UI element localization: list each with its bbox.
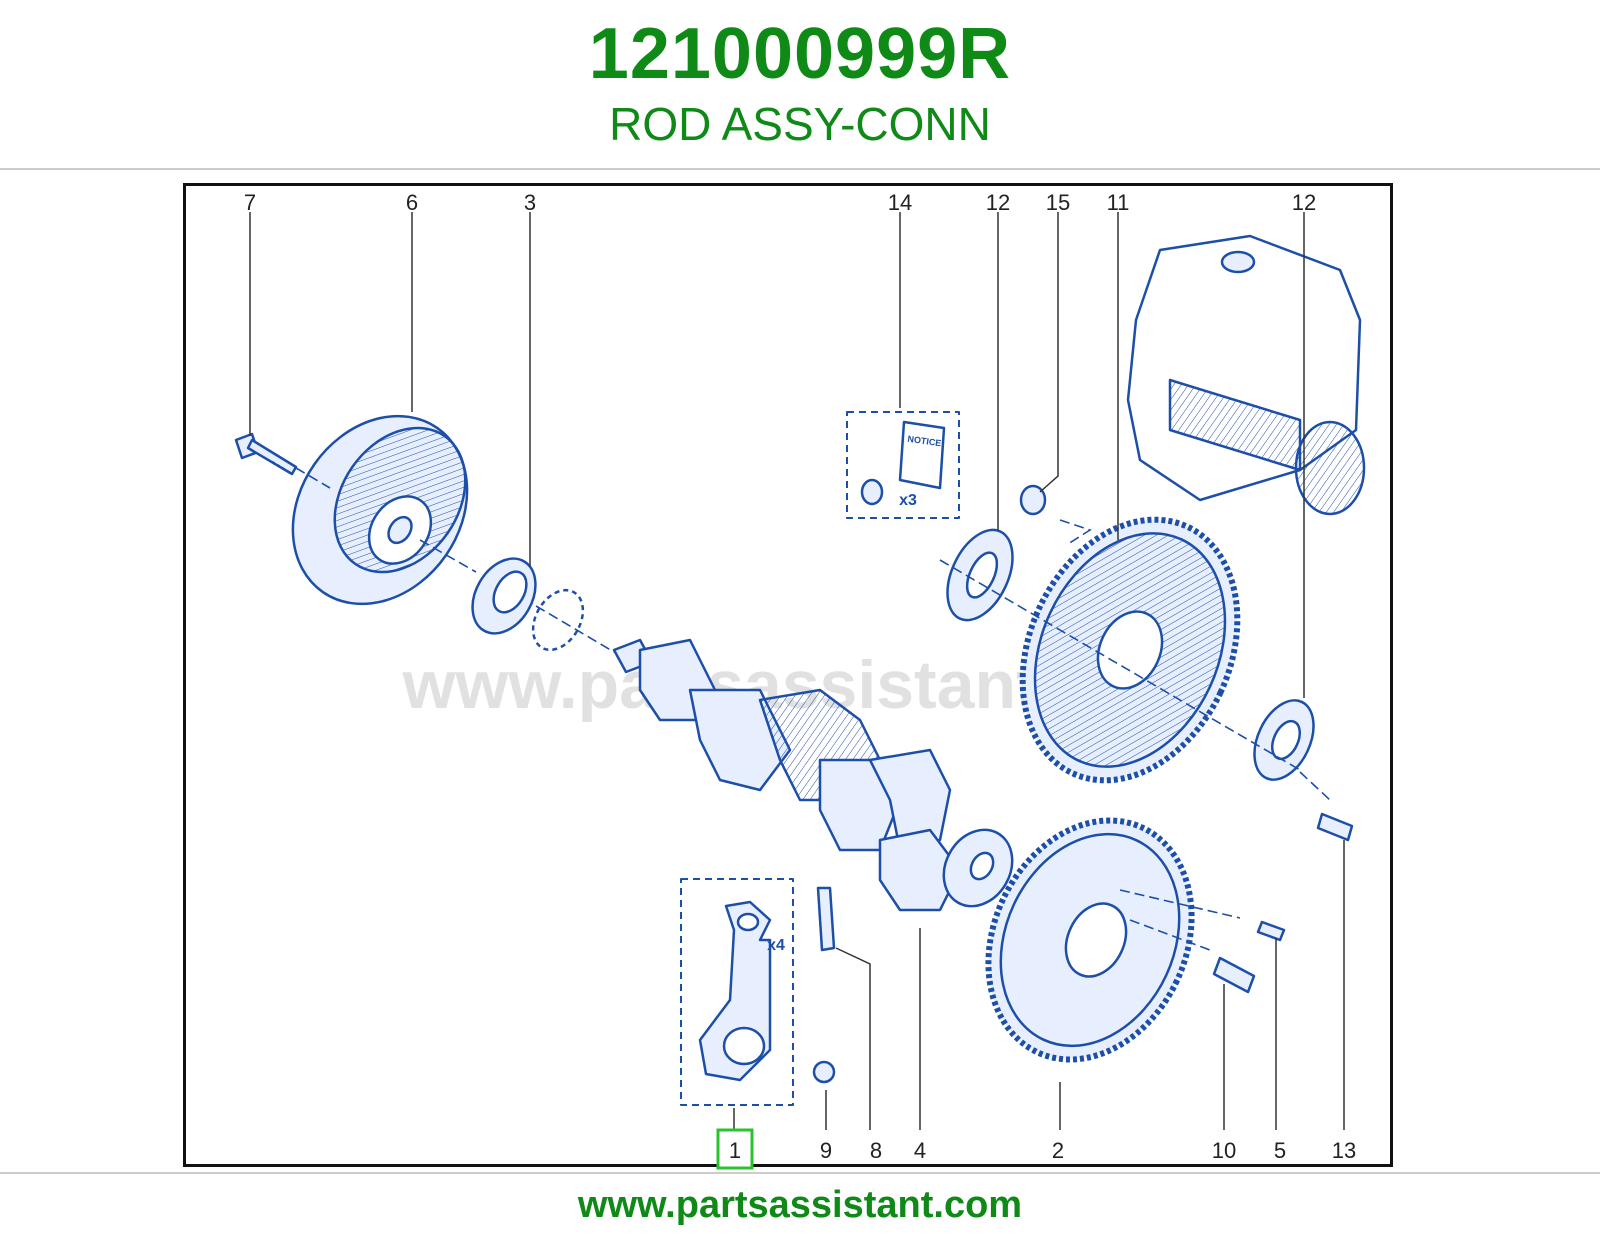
callout-label[interactable]: 6 [406, 190, 418, 215]
callout-label[interactable]: 13 [1332, 1138, 1356, 1163]
diagram-frame [183, 183, 1393, 1167]
dowel-pin [1256, 920, 1286, 942]
callout-leaders [249, 212, 1345, 1134]
crankshaft [612, 638, 1014, 912]
drive-plate [985, 817, 1195, 1063]
timing-sprocket [471, 557, 585, 652]
connecting-rod-kit: x4 [680, 878, 794, 1106]
footer-url[interactable]: www.partsassistant.com [577, 1184, 1023, 1226]
washer-quantity: x3 [899, 492, 917, 509]
notice-booklet-label: NOTICE [907, 434, 942, 449]
callout-label[interactable]: 5 [1274, 1138, 1286, 1163]
flywheel-bolt [1316, 812, 1354, 842]
callout-label[interactable]: 12 [986, 190, 1010, 215]
callout-label[interactable]: 4 [914, 1138, 926, 1163]
page-header: 121000999R ROD ASSY-CONN [0, 0, 1600, 168]
callout-label[interactable]: 11 [1107, 190, 1130, 215]
pilot-bushing [1019, 484, 1047, 516]
flywheel [1019, 516, 1241, 784]
callout-label[interactable]: 2 [1052, 1138, 1064, 1163]
connecting-rod-bolt [816, 886, 836, 952]
connecting-rod-nut [812, 1060, 836, 1084]
engine-overview-illustration [1126, 234, 1366, 516]
callout-label[interactable]: 15 [1046, 190, 1070, 215]
notice-kit: NOTICE x3 [846, 411, 960, 519]
callout-label[interactable]: 10 [1212, 1138, 1236, 1163]
selected-callout-highlight [716, 1128, 754, 1170]
callout-label[interactable]: 9 [820, 1138, 832, 1163]
callout-label[interactable]: 8 [870, 1138, 882, 1163]
part-number: 121000999R [588, 14, 1012, 94]
callouts-top: 7 6 3 14 12 15 11 12 [244, 190, 1316, 215]
flywheel-shim-left [946, 528, 1014, 622]
footer-divider [0, 1172, 1600, 1174]
callouts-bottom: 1 9 8 4 2 10 5 13 [729, 1138, 1356, 1163]
callout-label[interactable]: 7 [244, 190, 256, 215]
header-divider [0, 168, 1600, 170]
callout-label[interactable]: 3 [524, 190, 536, 215]
callout-label[interactable]: 14 [888, 190, 912, 215]
rod-quantity: x4 [767, 937, 785, 954]
pulley-bolt [234, 432, 298, 476]
crankshaft-pulley [291, 414, 469, 606]
assembly-axis-lines [295, 467, 1331, 951]
part-name: ROD ASSY-CONN [609, 98, 991, 150]
callout-label[interactable]: 1 [729, 1138, 741, 1163]
callout-label[interactable]: 12 [1292, 190, 1316, 215]
flywheel-shim-right [1253, 699, 1315, 781]
drive-plate-bolt [1212, 956, 1256, 994]
